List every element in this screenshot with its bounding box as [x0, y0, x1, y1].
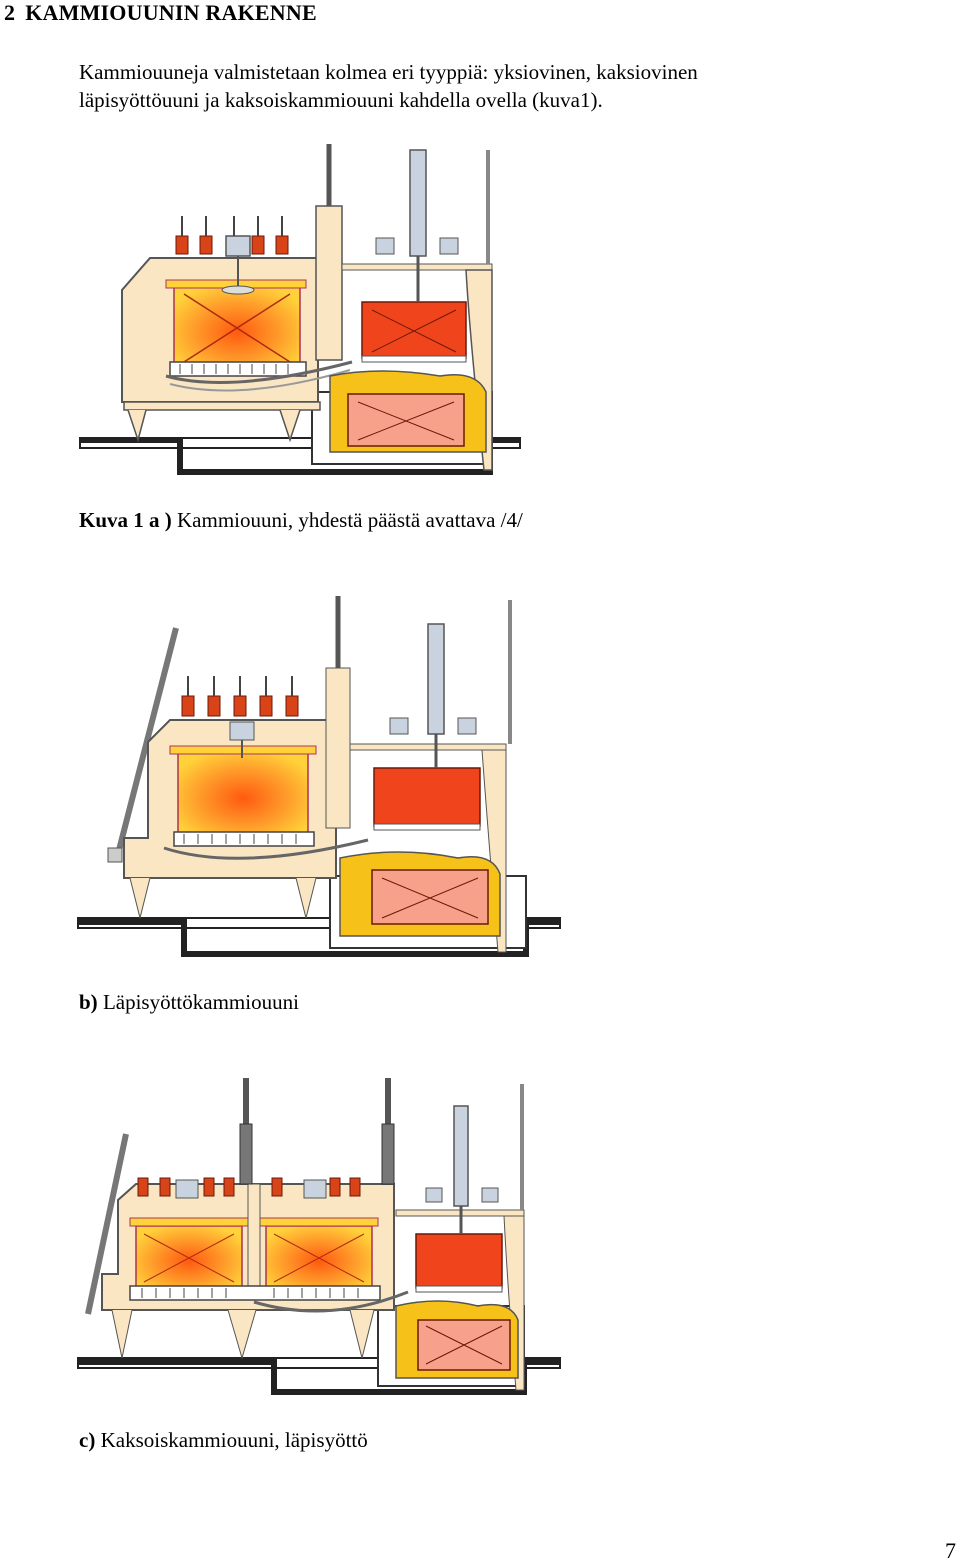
intro-paragraph: Kammiouuneja valmistetaan kolmea eri tyy… — [79, 58, 939, 114]
figure-a-label: Kuva 1 a ) — [79, 508, 172, 532]
figure-b-pass-through-furnace — [77, 592, 561, 962]
figure-a-single-door-furnace — [79, 140, 521, 480]
intro-line-2: läpisyöttöuuni ja kaksoiskammiouuni kahd… — [79, 88, 603, 112]
figure-a-drawing — [79, 144, 521, 475]
figure-c-drawing — [77, 1078, 561, 1395]
figure-a-caption-text: Kammiouuni, yhdestä päästä avattava /4/ — [171, 508, 523, 532]
figure-a-caption: Kuva 1 a ) Kammiouuni, yhdestä päästä av… — [79, 508, 523, 533]
figure-c-caption: c) Kaksoiskammiouuni, läpisyöttö — [79, 1428, 368, 1453]
section-number: 2 — [4, 0, 16, 25]
figure-b-caption-text: Läpisyöttökammiouuni — [97, 990, 299, 1014]
section-title: KAMMIOUUNIN RAKENNE — [25, 0, 317, 25]
page-number: 7 — [945, 1538, 956, 1563]
figure-b-drawing — [77, 596, 561, 957]
figure-c-double-chamber-furnace — [77, 1074, 561, 1404]
intro-line-1: Kammiouuneja valmistetaan kolmea eri tyy… — [79, 60, 698, 84]
figure-c-caption-text: Kaksoiskammiouuni, läpisyöttö — [95, 1428, 368, 1452]
section-heading: 2 KAMMIOUUNIN RAKENNE — [4, 0, 317, 26]
figure-b-label: b) — [79, 990, 98, 1014]
figure-c-label: c) — [79, 1428, 96, 1452]
figure-b-caption: b) Läpisyöttökammiouuni — [79, 990, 299, 1015]
